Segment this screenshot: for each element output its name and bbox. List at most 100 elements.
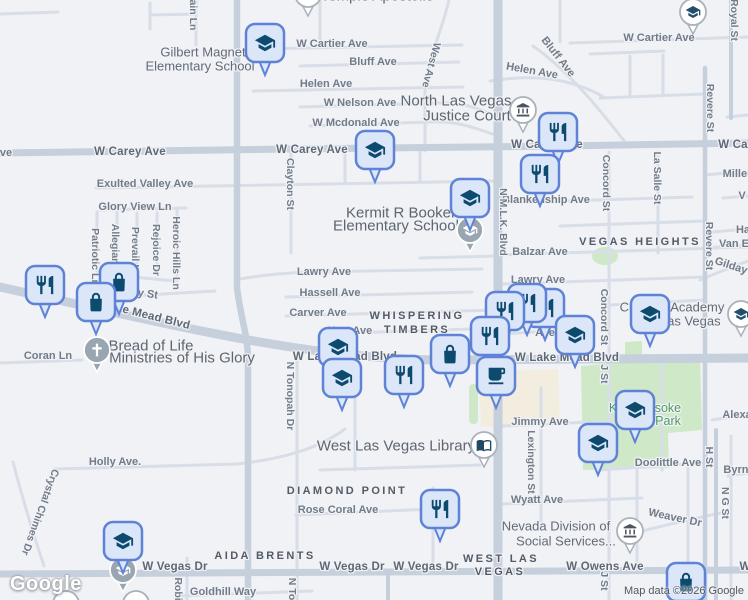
map-pin-school[interactable] — [243, 21, 287, 79]
street-label: W Ca — [718, 139, 748, 151]
street-label: Van E — [719, 238, 748, 250]
street-label: W Cartier Ave — [296, 38, 368, 50]
street-label-vertical: N G St — [719, 486, 731, 520]
street-label: W Owens Ave — [566, 561, 644, 573]
street-label: Alexa — [722, 409, 748, 421]
poi-label[interactable]: Nevada Division of — [501, 518, 611, 534]
street-label: Jimmy Ave — [511, 416, 569, 428]
map-pin-school[interactable] — [101, 519, 145, 577]
street-label: W Lake Mead Blvd — [514, 352, 620, 364]
map-marker-blank[interactable] — [290, 0, 326, 22]
street-label: ve — [0, 147, 13, 159]
map-marker-church[interactable] — [79, 334, 115, 378]
neighborhood-label: VEGAS HEIGHTS — [579, 236, 701, 248]
map-pin-shopping[interactable] — [664, 560, 708, 600]
map-pin-school[interactable] — [628, 292, 672, 350]
street-label: Doolittle Ave — [634, 457, 702, 469]
poi-label[interactable]: Elementary School — [145, 58, 255, 74]
street-label: W Cartier Ave — [623, 32, 695, 44]
street-label: W Nelson Ave — [323, 97, 397, 109]
street-label: W Carey Ave — [276, 144, 348, 156]
google-logo[interactable]: Google — [10, 573, 82, 595]
poi-label[interactable]: North Las Vegas — [400, 92, 512, 110]
street-label: Coran Ln — [23, 350, 73, 362]
poi-label[interactable]: Bread of Life — [108, 337, 194, 355]
map-marker-school[interactable] — [723, 298, 748, 342]
street-label: Blankenship Ave — [502, 194, 590, 206]
street-label-vertical: La Salle St — [651, 151, 663, 205]
map-marker-library[interactable] — [466, 429, 502, 473]
street-label: Byrne — [723, 464, 748, 476]
street-label: Bluff Ave — [349, 56, 397, 68]
street-label-vertical: Revere St — [704, 83, 716, 133]
street-label: Miller — [722, 168, 748, 180]
street-label: W Vegas Dr — [142, 561, 208, 573]
street-label-vertical: J St — [598, 364, 610, 384]
map-pin-restaurant[interactable] — [518, 152, 562, 210]
street-label: Wyatt Ave — [510, 494, 564, 506]
map-marker-school[interactable] — [675, 0, 711, 40]
neighborhood-label: TIMBERS — [383, 324, 451, 336]
street-label-vertical: Concord St — [600, 154, 612, 212]
map-pin-school[interactable] — [613, 388, 657, 446]
map-pin-school[interactable] — [448, 176, 492, 234]
street-label: Balzar Ave — [512, 246, 568, 258]
map-pin-school[interactable] — [353, 128, 397, 186]
map-pin-restaurant[interactable] — [536, 110, 580, 168]
street-label: Glory View Ln — [98, 201, 172, 213]
street-label: W Mcdonald Ave — [312, 117, 400, 129]
street-label: W Carey Ave — [94, 146, 166, 158]
street-label: Lawry Ave — [296, 266, 352, 278]
poi-label[interactable]: Kermit R Booker — [345, 204, 457, 222]
map-marker-blank[interactable] — [118, 588, 154, 600]
poi-label[interactable]: Justice Court — [423, 107, 511, 125]
neighborhood-label: WEST LAS — [462, 553, 540, 565]
street-label-vertical: H St — [703, 446, 715, 468]
street-label: Ha — [735, 224, 748, 236]
map-pin-shopping[interactable] — [74, 280, 118, 338]
street-label-vertical: Robi — [172, 577, 184, 600]
street-label: W Vegas Dr — [393, 561, 459, 573]
street-label: V — [738, 190, 746, 202]
street-label-vertical: Revere St — [703, 221, 715, 271]
neighborhood-label: DIAMOND POINT — [286, 485, 408, 497]
map-pin-school[interactable] — [553, 313, 597, 371]
neighborhood-label: AIDA BRENTS — [214, 550, 316, 562]
street-label-vertical: N M.L.K. Blvd — [497, 188, 509, 256]
street-label-vertical: N Tonopah Dr — [284, 361, 296, 431]
map-marker-government[interactable] — [612, 515, 648, 559]
street-label-vertical: J St — [598, 571, 610, 591]
poi-label[interactable]: Ministries of His Glory — [109, 349, 255, 367]
street-label: Helen Ave — [299, 78, 353, 90]
street-label: Goldhill Way — [189, 586, 257, 598]
street-label-vertical: Patriotic Ln — [89, 228, 101, 286]
street-label-vertical: Rejoice Dr — [150, 224, 162, 276]
street-label: W — [739, 561, 748, 573]
poi-label[interactable]: West Las Vegas Library — [316, 437, 476, 455]
street-label-vertical: N To — [286, 577, 298, 600]
street-label: Hassell Ave — [299, 287, 361, 299]
map-pin-school[interactable] — [320, 356, 364, 414]
poi-label[interactable]: Social Services... — [516, 533, 616, 549]
street-label: Exulted Valley Ave — [96, 178, 194, 190]
neighborhood-label: VEGAS — [474, 566, 526, 578]
map-attribution: Map data ©2026 Google — [623, 585, 744, 597]
map-pin-restaurant[interactable] — [418, 487, 462, 545]
street-label-vertical: ain Ln — [187, 0, 199, 31]
park-label[interactable]: Park — [655, 414, 681, 428]
poi-label[interactable]: Gilbert Magnet — [160, 44, 246, 60]
map-marker-blank[interactable] — [48, 588, 84, 600]
street-label: Carver Ave — [289, 307, 347, 319]
poi-label[interactable]: Temple Apostolic — [321, 0, 434, 5]
street-label: Holly Ave. — [88, 456, 142, 468]
map-pin-school[interactable] — [576, 421, 620, 479]
street-label-vertical: Concord St — [598, 288, 610, 346]
map-pin-shopping[interactable] — [428, 332, 472, 390]
neighborhood-label: WHISPERING — [369, 310, 465, 322]
map-pin-restaurant[interactable] — [23, 263, 67, 321]
map-pin-coffee[interactable] — [474, 354, 518, 412]
poi-label[interactable]: Elementary School — [333, 217, 459, 235]
map-marker-justice[interactable] — [505, 94, 541, 138]
map-pin-restaurant[interactable] — [382, 353, 426, 411]
